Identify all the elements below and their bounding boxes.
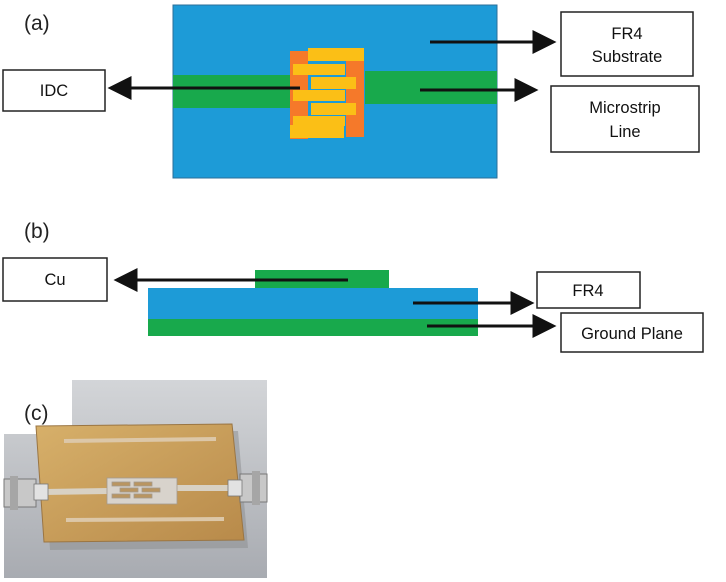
idc-label: IDC bbox=[40, 82, 69, 100]
left-connector bbox=[3, 476, 49, 510]
cu-label: Cu bbox=[44, 271, 65, 289]
cu-label-box bbox=[2, 257, 108, 302]
microstrip-label-line1: Microstrip bbox=[589, 99, 661, 117]
panel-b-label: (b) bbox=[24, 220, 50, 243]
ground-plane-layer bbox=[148, 319, 478, 336]
panel-a-label: (a) bbox=[24, 12, 50, 35]
microstrip-label-line2: Line bbox=[609, 123, 640, 141]
fr4-label: FR4 bbox=[572, 282, 603, 300]
panel-c: (c) bbox=[3, 380, 268, 578]
panel-c-label: (c) bbox=[24, 402, 49, 425]
ground-plane-label-box bbox=[560, 312, 704, 353]
microstrip-label-box bbox=[550, 85, 700, 153]
idc-label-box bbox=[2, 69, 106, 112]
panel-c-label-bg bbox=[4, 380, 72, 434]
fr4-substrate-label-line1: FR4 bbox=[611, 25, 642, 43]
pcb-photo bbox=[3, 380, 268, 578]
idc-structure bbox=[290, 48, 364, 139]
panel-b: (b) Cu FR4 Ground Plane bbox=[2, 220, 704, 353]
microstrip-left bbox=[173, 75, 291, 108]
fr4-substrate-label-box bbox=[560, 11, 694, 77]
ground-plane-label: Ground Plane bbox=[581, 325, 683, 343]
microstrip-right bbox=[365, 71, 497, 104]
fr4-label-box bbox=[536, 271, 641, 309]
pcb-idc bbox=[106, 477, 178, 505]
panel-a: (a) IDC FR4 Substrate Microstrip bbox=[2, 4, 700, 179]
right-connector bbox=[227, 471, 268, 505]
fr4-substrate-label-line2: Substrate bbox=[592, 48, 663, 66]
